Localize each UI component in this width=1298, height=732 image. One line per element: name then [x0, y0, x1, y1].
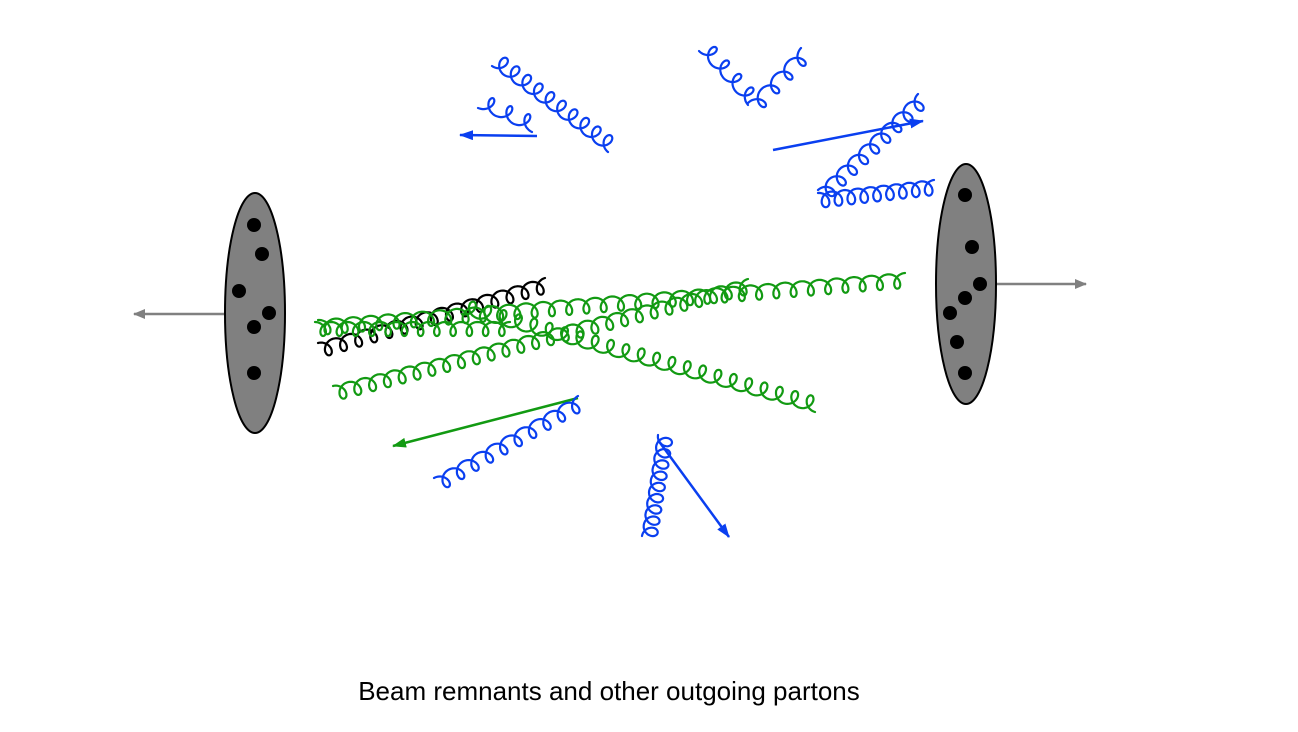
quark-dot: [958, 188, 972, 202]
blue-gluon-top-3: [697, 45, 755, 107]
diagram-caption: Beam remnants and other outgoing partons: [358, 676, 860, 706]
green-gluon-long-1: [316, 271, 907, 336]
quark-dot: [958, 366, 972, 380]
quark-dot: [247, 366, 261, 380]
quark-dot: [247, 218, 261, 232]
blue-gluon-lower-left: [432, 394, 581, 489]
quark-dot: [965, 240, 979, 254]
quark-dot: [255, 247, 269, 261]
blue-gluon-top-1: [490, 56, 614, 154]
quark-dot: [262, 306, 276, 320]
blue-gluon-right-2: [816, 178, 936, 209]
quark-dot: [943, 306, 957, 320]
blue-gluon-lower: [640, 433, 674, 538]
blue-gluon-top-2: [476, 96, 534, 134]
blue-arrow-upper-right: [772, 118, 924, 152]
blue-arrow-lower: [656, 439, 731, 538]
quark-dot: [247, 320, 261, 334]
blue-gluon-top-4: [746, 46, 807, 109]
green-gluon-long-2: [331, 277, 750, 400]
left-beam-remnant: [224, 192, 286, 434]
quark-dot: [973, 277, 987, 291]
quark-dot: [950, 335, 964, 349]
green-arrow-lower-left: [392, 396, 579, 448]
quark-dot: [958, 291, 972, 305]
right-beam-remnant: [935, 163, 997, 405]
quark-dot: [232, 284, 246, 298]
blue-gluon-right-1: [816, 92, 925, 198]
blue-arrow-upper-left: [459, 130, 538, 141]
green-gluon-long-3: [460, 300, 817, 414]
green-gluon-short: [313, 320, 512, 338]
